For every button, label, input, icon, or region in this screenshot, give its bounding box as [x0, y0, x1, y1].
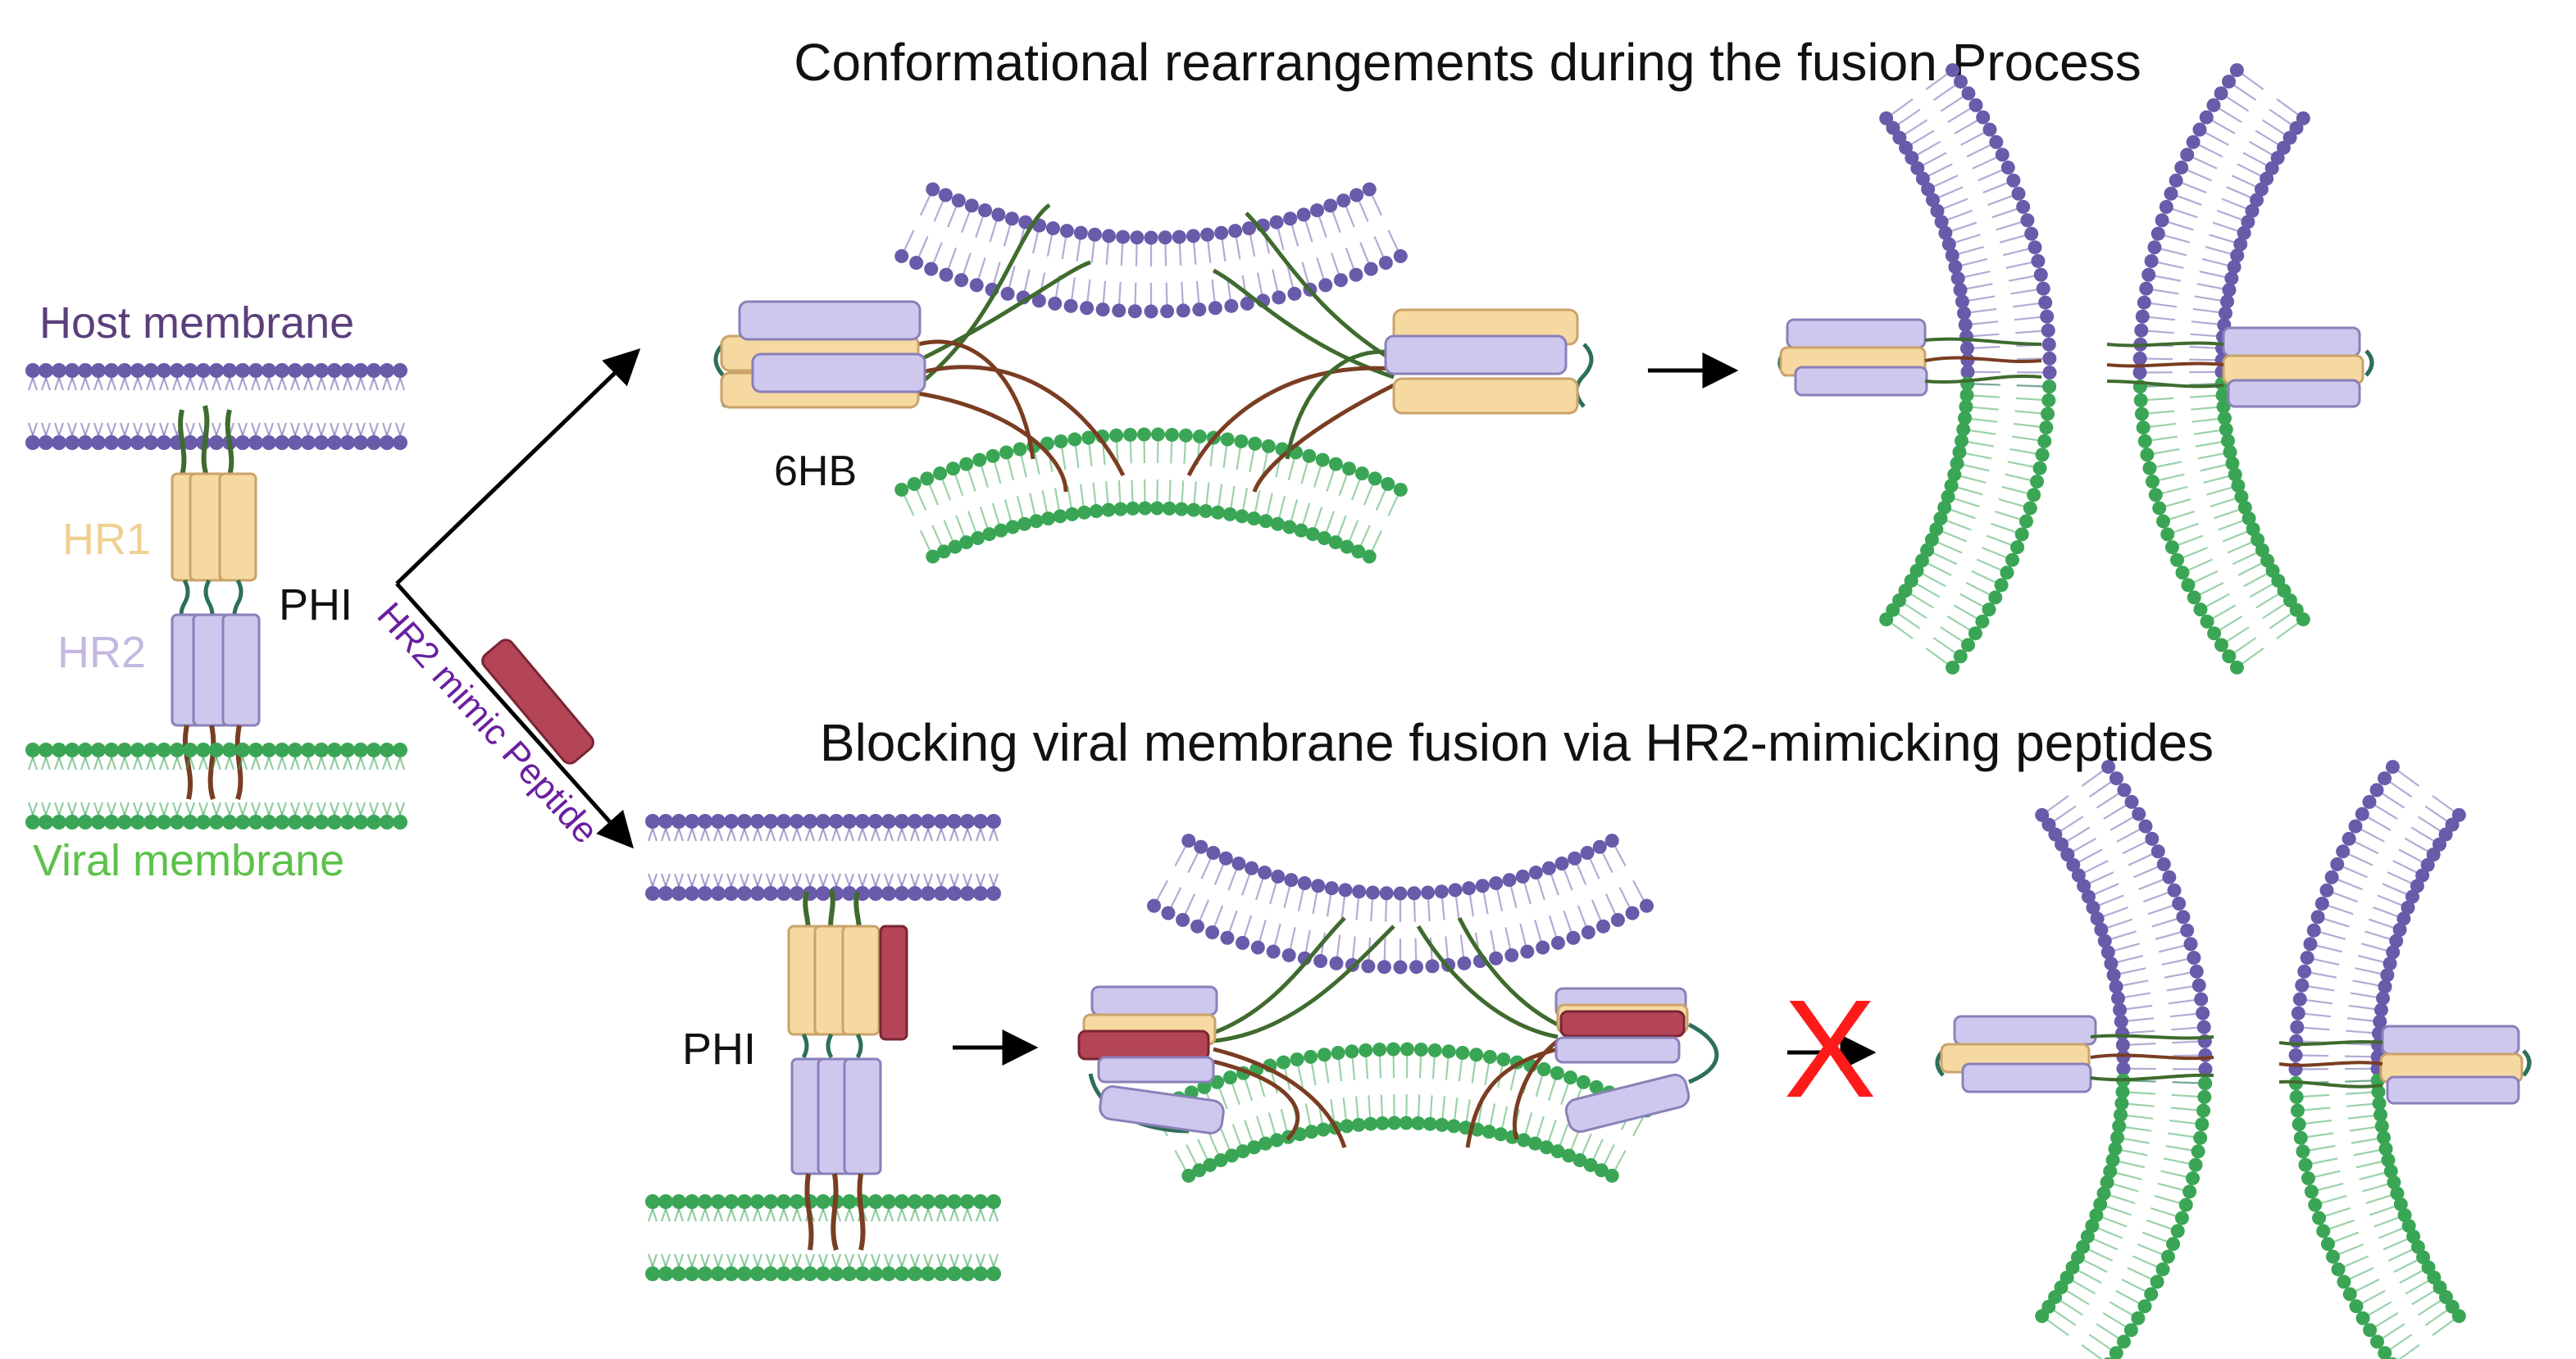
hemifusion-membranes	[894, 182, 1408, 564]
pore-bundle-right-bottom	[2278, 1025, 2532, 1105]
bottom-prefusion-blocked: PHI	[645, 814, 1001, 1281]
phi-label-bottom: PHI	[682, 1025, 756, 1074]
pore-bundle-right-top	[2106, 326, 2374, 408]
host-membrane-label: Host membrane	[39, 298, 354, 348]
hr2-bundle	[171, 613, 261, 727]
block-mark: X	[1783, 971, 1876, 1127]
six-hb-left	[713, 300, 926, 409]
hr2-label: HR2	[57, 628, 146, 677]
left-prefusion: Host membrane HR1 HR2	[25, 298, 407, 885]
bottom-linkers	[801, 1033, 863, 1059]
stalks-left	[178, 405, 234, 477]
top-fusion-pore	[1777, 63, 2374, 675]
viral-membrane-bilayer	[25, 743, 407, 829]
host-membrane-bilayer	[25, 363, 407, 450]
bottom-fusion-pore	[1935, 760, 2532, 1359]
tm-stalks-left	[182, 725, 243, 800]
pore-bundle-left-top	[1777, 318, 2042, 397]
arrow-down-branch	[395, 582, 634, 849]
title-top: Conformational rearrangements during the…	[794, 33, 2141, 92]
blocked-stalks	[1088, 916, 1719, 1148]
bottom-pore-membranes	[2035, 760, 2466, 1359]
mimic-peptide	[481, 639, 594, 765]
hr1-bundle	[171, 472, 257, 582]
bottom-hr2	[790, 1057, 882, 1175]
title-bottom: Blocking viral membrane fusion via HR2-m…	[820, 713, 2214, 772]
phi-label-left: PHI	[279, 580, 353, 630]
bottom-hr1	[787, 925, 908, 1041]
bottom-blocked-intermediate	[1077, 834, 1719, 1183]
six-hb-label: 6HB	[774, 448, 857, 495]
hr1-label: HR1	[62, 515, 151, 564]
top-hemifusion: 6HB	[713, 182, 1594, 564]
viral-membrane-label: Viral membrane	[33, 836, 344, 885]
blocked-bundle-left	[1077, 985, 1225, 1134]
bound-peptide	[879, 925, 908, 1041]
pore-bundle-left-bottom	[1935, 1015, 2214, 1093]
top-hemi-stalks	[917, 203, 1395, 493]
blocked-step: X	[1783, 971, 1876, 1127]
branch-arrows: HR2 mimic Peptide	[370, 348, 641, 852]
arrow-up-branch	[395, 348, 641, 585]
six-hb-right	[1384, 308, 1594, 415]
blocked-intermediate-membranes	[1147, 834, 1654, 1183]
blocked-bundle-right	[1554, 987, 1691, 1134]
bottom-tm	[804, 1173, 866, 1251]
